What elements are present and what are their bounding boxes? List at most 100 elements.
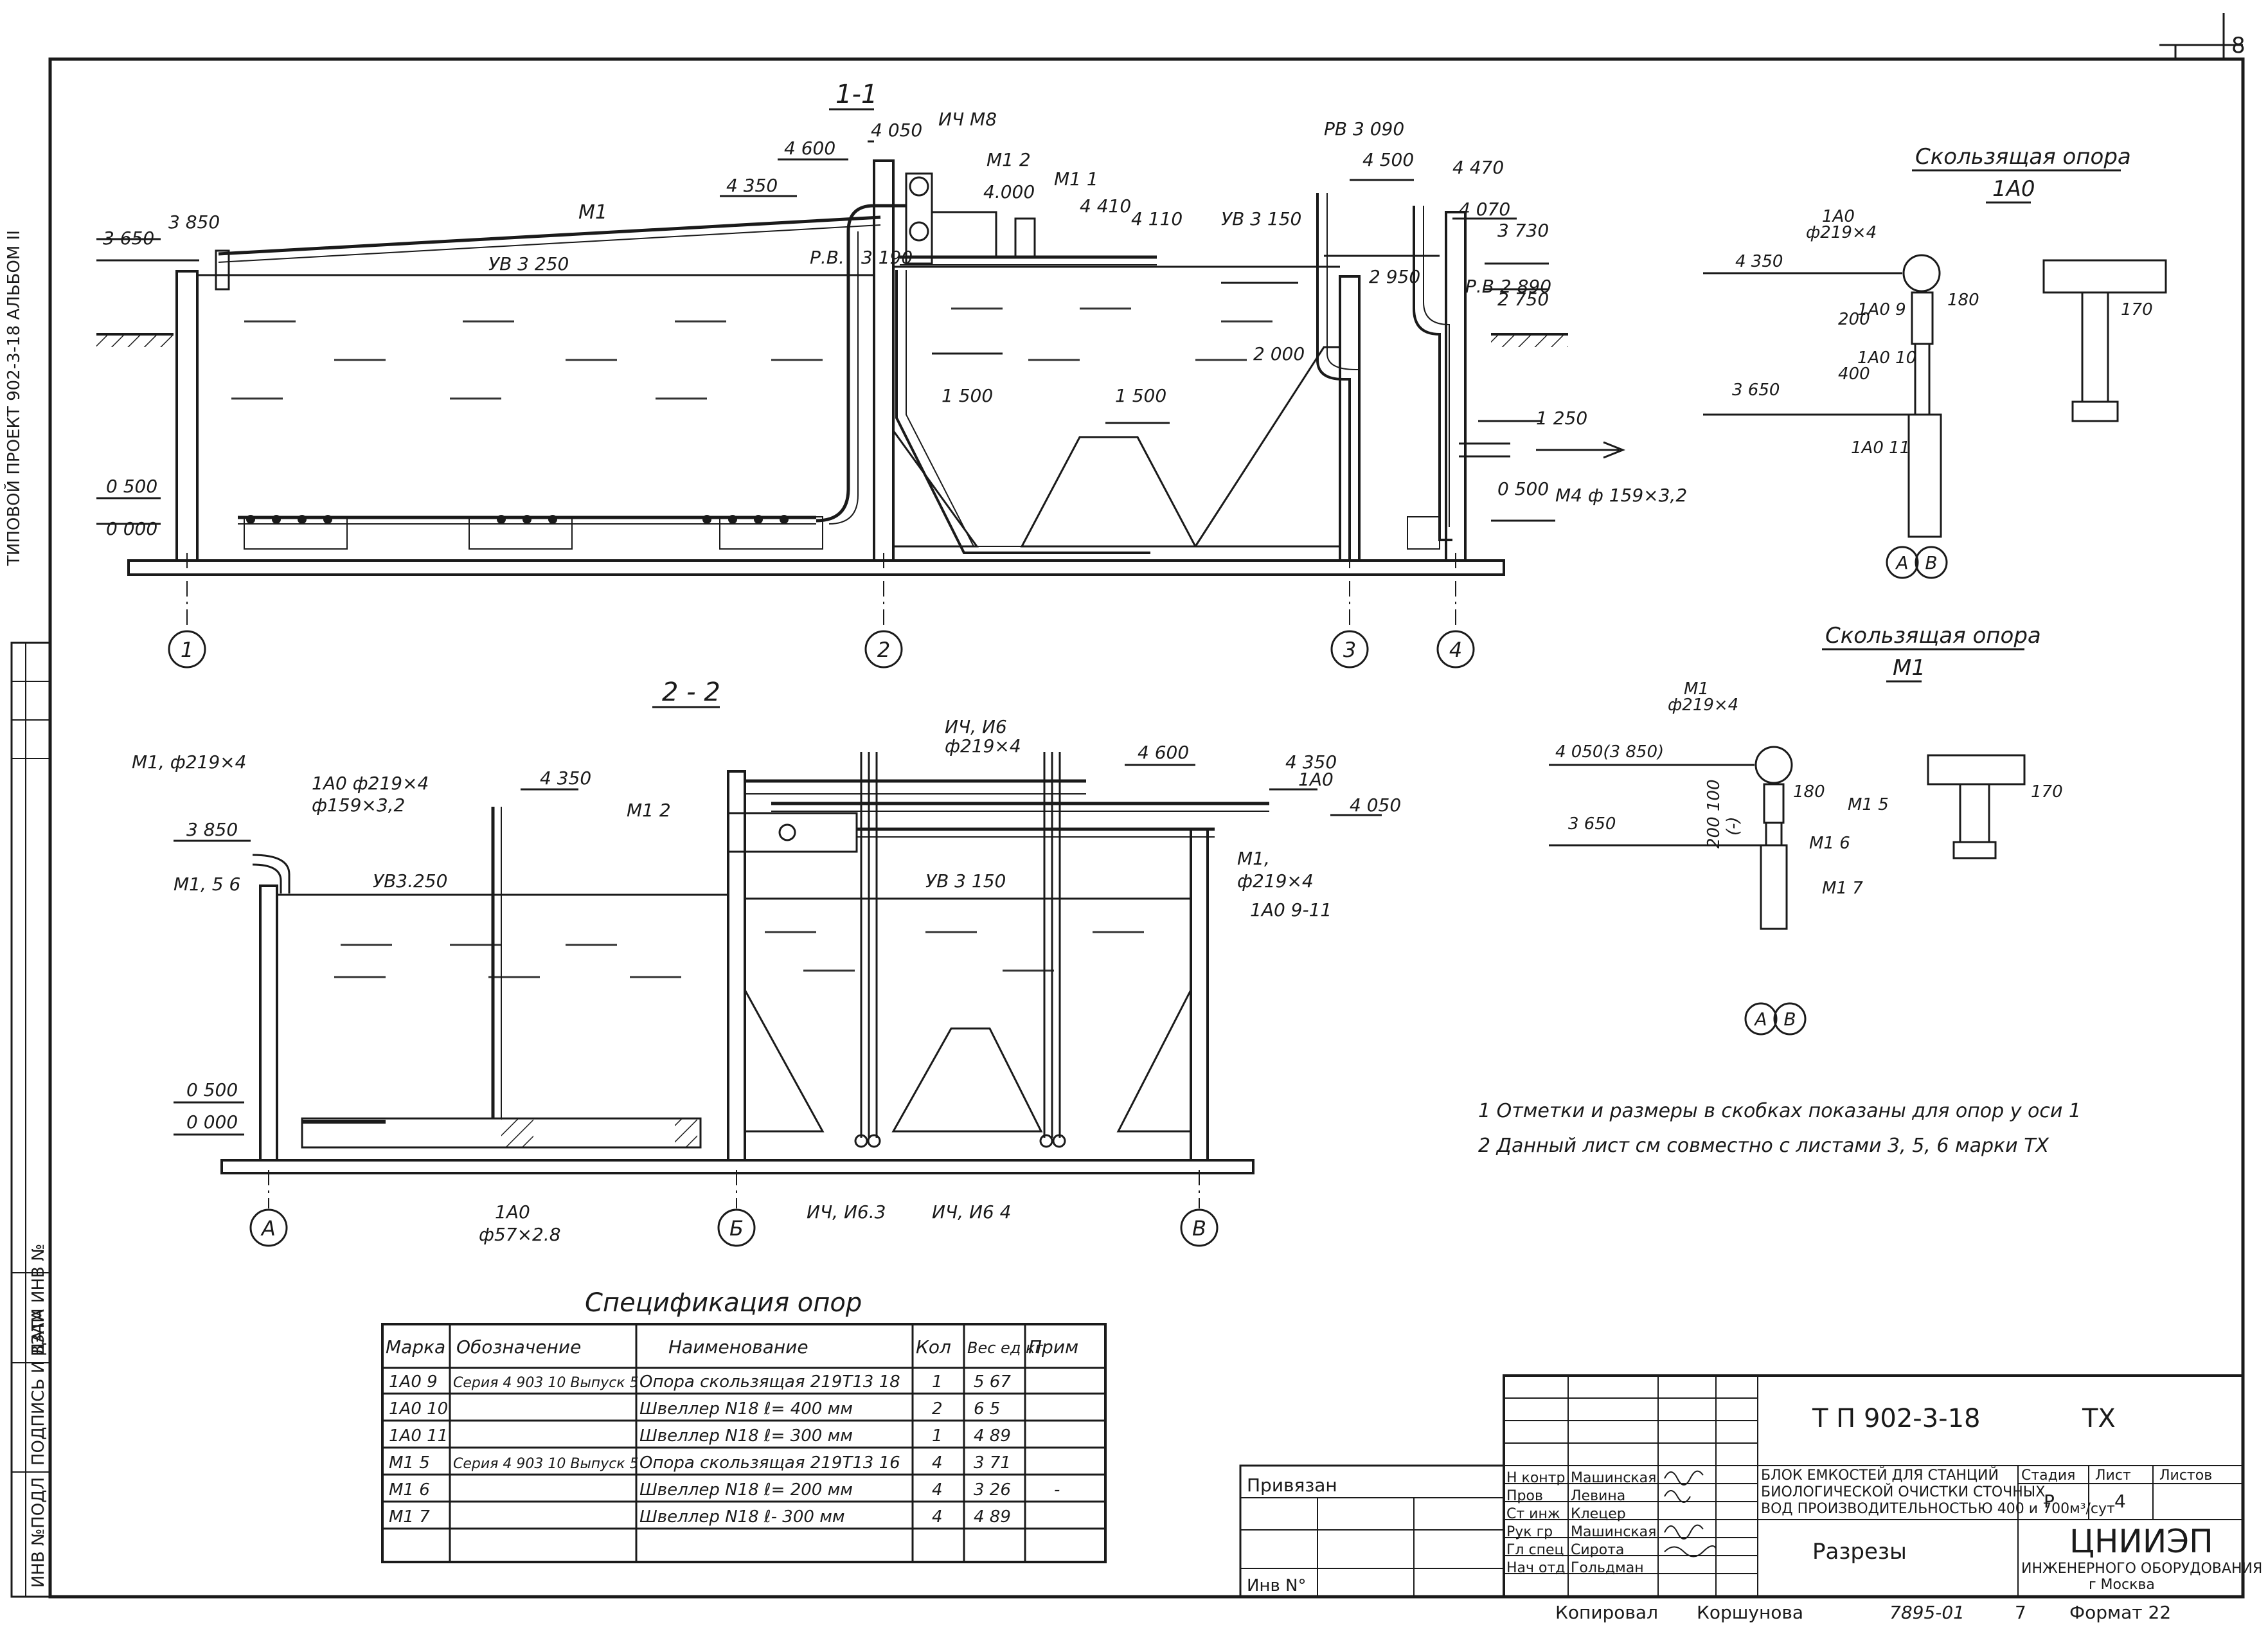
spec-title: Спецификация опор bbox=[585, 1288, 862, 1318]
mark-4110: 4 110 bbox=[1131, 208, 1183, 229]
mark-1500-b: 1 500 bbox=[1115, 385, 1166, 406]
stamp-replace: ВЗАМ ИНВ № bbox=[29, 1244, 48, 1356]
mark-4070: 4 070 bbox=[1459, 199, 1510, 220]
axis-2: 2 bbox=[877, 638, 890, 662]
mark-3650: 3 650 bbox=[103, 228, 154, 249]
s1a0-400: 400 bbox=[1838, 364, 1870, 384]
spec-r2-c4: 4 89 bbox=[974, 1426, 1011, 1446]
spec-r5-c4: 4 89 bbox=[974, 1507, 1011, 1527]
role-1: Пров bbox=[1506, 1488, 1543, 1504]
s22-4600: 4 600 bbox=[1138, 742, 1189, 763]
sm1-m16: М1 6 bbox=[1809, 834, 1850, 853]
desc-3: ВОД ПРОИЗВОДИТЕЛЬНОСТЬЮ 400 и 700м³/сут bbox=[1761, 1501, 2115, 1517]
s22-1a0: 1А0 ф219×4 bbox=[312, 773, 429, 794]
spec-r0-c0: 1А0 9 bbox=[389, 1372, 438, 1392]
sm1-180: 180 bbox=[1793, 782, 1825, 802]
sm1-m1: М1 bbox=[1684, 679, 1709, 699]
album-label: ТИПОВОЙ ПРОЕКТ 902-3-18 АЛЬБОМ II bbox=[3, 230, 24, 566]
mark-2750: 2 750 bbox=[1497, 289, 1549, 310]
axis-b: Б bbox=[729, 1216, 744, 1241]
stage-value: Р bbox=[2044, 1491, 2055, 1512]
spec-r2-c2: Швеллер N18 ℓ= 300 мм bbox=[639, 1426, 853, 1446]
spec-r2-c3: 1 bbox=[932, 1426, 943, 1446]
sm1-axis-a: А bbox=[1753, 1009, 1767, 1030]
margin-stamp bbox=[10, 642, 51, 1598]
role-2: Ст инж bbox=[1506, 1506, 1560, 1522]
spec-h-mark: Марка bbox=[386, 1336, 445, 1358]
spec-r5-c3: 4 bbox=[932, 1507, 943, 1527]
s22-4350-b: 4 350 bbox=[1285, 751, 1337, 773]
spec-r4-c2: Швеллер N18 ℓ= 200 мм bbox=[639, 1480, 853, 1500]
copy-line: Копировал Коршунова 7895-01 7 Формат 22 bbox=[1555, 1602, 2171, 1623]
sm1-axis-v: В bbox=[1783, 1009, 1796, 1030]
mark-rv-3090: РВ 3 090 bbox=[1324, 118, 1404, 139]
mark-4410: 4 410 bbox=[1080, 195, 1131, 217]
spec-r1-c0: 1А0 10 bbox=[389, 1399, 448, 1419]
spec-r1-c2: Швеллер N18 ℓ= 400 мм bbox=[639, 1399, 853, 1419]
spec-h-note: Прим bbox=[1028, 1336, 1078, 1358]
s1a0-1a09: 1А0 9 bbox=[1857, 300, 1906, 319]
note-1: 1 Отметки и размеры в скобках показаны д… bbox=[1478, 1100, 2081, 1122]
name-0: Машинская bbox=[1571, 1470, 1656, 1486]
s22-219-b: ф219×4 bbox=[1237, 870, 1314, 892]
s22-1a0-c: 1А0 bbox=[495, 1201, 530, 1223]
mark-4350: 4 350 bbox=[726, 175, 778, 196]
page-number: 8 bbox=[2231, 33, 2246, 58]
spec-h-qty: Кол bbox=[916, 1336, 951, 1358]
section-1-1: 1-1 bbox=[96, 80, 1687, 669]
s22-ich-i63: ИЧ, И6.3 bbox=[807, 1201, 886, 1223]
spec-r3-c1: Серия 4 903 10 Выпуск 5 bbox=[453, 1456, 639, 1472]
org-line-3: г Москва bbox=[2089, 1577, 2155, 1593]
role-5: Нач отд bbox=[1506, 1560, 1566, 1576]
role-0: Н контр bbox=[1506, 1470, 1565, 1486]
mark-4000: 4.000 bbox=[983, 181, 1035, 202]
mark-2000: 2 000 bbox=[1253, 343, 1305, 364]
spec-r0-c1: Серия 4 903 10 Выпуск 5 bbox=[453, 1375, 639, 1391]
spec-r3-c4: 3 71 bbox=[974, 1453, 1011, 1473]
axis-1: 1 bbox=[181, 638, 193, 662]
s22-3850: 3 850 bbox=[186, 819, 238, 840]
spec-r1-c3: 2 bbox=[932, 1399, 943, 1419]
name-3: Машинская bbox=[1571, 1524, 1656, 1540]
s1a0-1a0: 1А0 bbox=[1822, 207, 1855, 226]
mark-rv: Р.В. bbox=[810, 247, 844, 268]
mark-rv-2890: Р.В 2 890 bbox=[1465, 276, 1551, 297]
s22-m1: М1, ф219×4 bbox=[132, 751, 246, 773]
order-no: 7895-01 bbox=[1889, 1602, 1965, 1623]
spec-r1-c4: 6 5 bbox=[974, 1399, 1000, 1419]
support-m1: Скользящая опора М1 М1 ф219×4 4 050(3 85… bbox=[1549, 623, 2063, 1036]
support-1a0: Скользящая опора 1А0 1А0 ф219×4 4 350 1А… bbox=[1703, 144, 2167, 579]
s22-ich-i6: ИЧ, И6 bbox=[945, 716, 1007, 737]
s22-m1-b: М1, bbox=[1237, 848, 1270, 869]
stamp-sign: ПОДПИСЬ И ДАТА bbox=[29, 1309, 48, 1466]
mark-0500-b: 0 500 bbox=[1497, 478, 1549, 499]
title-block: Привязан Инв N° Т П 902-3-18 bbox=[1239, 1374, 2262, 1598]
s1a0-200: 200 bbox=[1838, 310, 1870, 329]
mark-0000: 0 000 bbox=[106, 518, 157, 539]
mark-3850: 3 850 bbox=[168, 211, 220, 233]
mark-4470: 4 470 bbox=[1452, 157, 1504, 178]
desc-2: БИОЛОГИЧЕСКОЙ ОЧИСТКИ СТОЧНЫХ bbox=[1761, 1484, 2045, 1500]
spec-r5-c2: Швеллер N18 ℓ- 300 мм bbox=[639, 1507, 844, 1527]
spec-r4-c3: 4 bbox=[932, 1480, 943, 1500]
sm1-m17: М1 7 bbox=[1822, 879, 1863, 898]
s1a0-axis-v: В bbox=[1925, 552, 1937, 573]
sm1-200-100: 200 100 bbox=[1704, 779, 1724, 848]
copy-no: 7 bbox=[2015, 1602, 2026, 1623]
axis-v: В bbox=[1192, 1216, 1206, 1241]
signatures bbox=[1664, 1470, 1717, 1558]
spec-r3-c0: М1 5 bbox=[389, 1453, 430, 1473]
name-5: Гольдман bbox=[1571, 1560, 1644, 1576]
s22-uv3150: УВ 3 150 bbox=[925, 870, 1006, 892]
support-1a0-title: Скользящая опора bbox=[1915, 144, 2131, 170]
org-name: ЦНИИЭП bbox=[2069, 1523, 2213, 1560]
mark-2950: 2 950 bbox=[1369, 266, 1420, 287]
sheet-header: Лист bbox=[2095, 1468, 2131, 1484]
spec-h-desig: Обозначение bbox=[456, 1336, 581, 1358]
role-3: Рук гр bbox=[1506, 1524, 1553, 1540]
sheet-title: Разрезы bbox=[1812, 1539, 1907, 1565]
spec-h-name: Наименование bbox=[668, 1336, 808, 1358]
mark-1500-a: 1 500 bbox=[942, 385, 993, 406]
mark-uv-3250: УВ 3 250 bbox=[488, 253, 569, 274]
